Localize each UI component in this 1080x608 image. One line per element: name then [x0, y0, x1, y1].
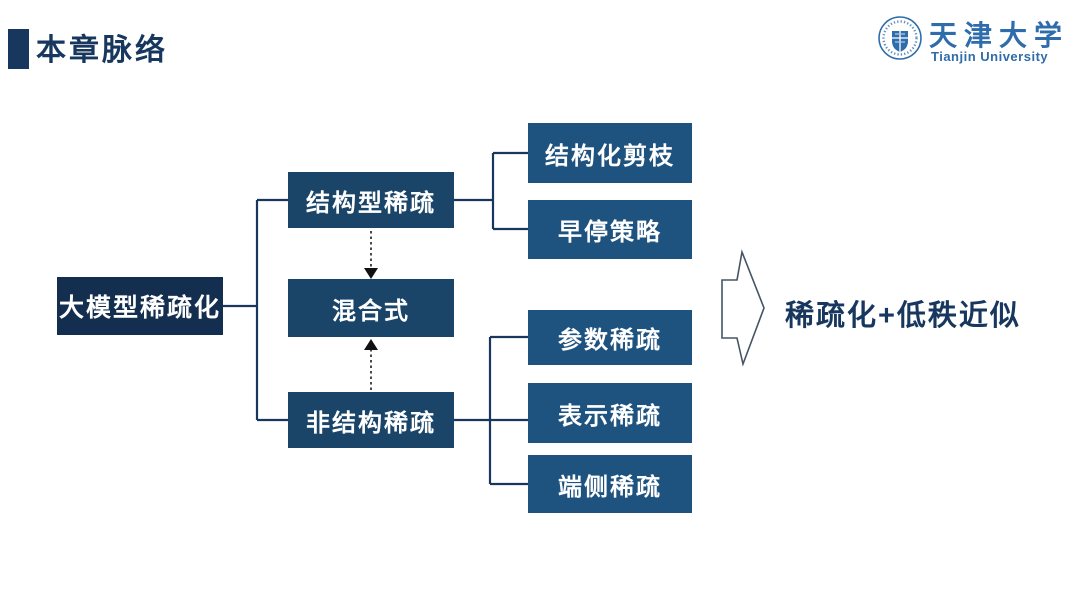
- node-structured-pruning: 结构化剪枝: [528, 123, 692, 183]
- bracket-top-right: [454, 151, 528, 231]
- dotted-arrow-up: [364, 339, 378, 390]
- node-representation-sparsity: 表示稀疏: [528, 383, 692, 443]
- dotted-arrow-down: [364, 231, 378, 279]
- node-hybrid: 混合式: [288, 279, 454, 337]
- bracket-bottom-right: [454, 335, 528, 486]
- node-early-stopping: 早停策略: [528, 200, 692, 259]
- university-logo: 天津大学 Tianjin University: [877, 12, 1062, 70]
- tju-seal-icon: [878, 16, 922, 60]
- result-arrow-icon: [721, 249, 765, 367]
- node-unstructured-sparsity: 非结构稀疏: [288, 392, 454, 448]
- title-bullet-square: [8, 29, 29, 69]
- result-text: 稀疏化+低秩近似: [785, 300, 1021, 332]
- node-parameter-sparsity: 参数稀疏: [528, 310, 692, 365]
- bracket-left: [223, 198, 288, 422]
- node-structured-sparsity: 结构型稀疏: [288, 172, 454, 228]
- logo-chinese-name: 天津大学: [929, 19, 1070, 52]
- node-edge-sparsity: 端侧稀疏: [528, 455, 692, 513]
- logo-english-name: Tianjin University: [931, 49, 1049, 64]
- page-title: 本章脉络: [36, 34, 168, 67]
- node-root: 大模型稀疏化: [57, 277, 223, 335]
